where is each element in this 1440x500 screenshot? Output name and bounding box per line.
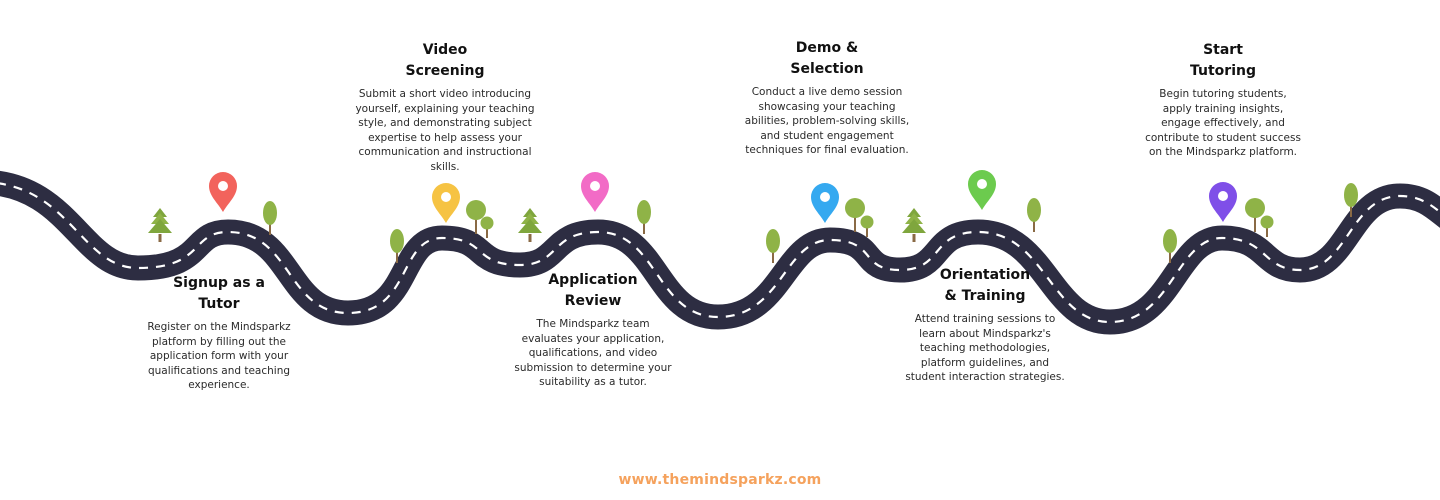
step-description-line: skills. — [430, 160, 460, 173]
tree-icon — [480, 216, 494, 238]
step-description-line: and student engagement — [760, 129, 894, 142]
step-description-line: communication and instructional — [358, 146, 532, 159]
step-title-line: Demo & — [795, 40, 859, 56]
step-demo-selection: Demo & Selection Conduct a live demo ses… — [727, 38, 927, 158]
step-description-line: submission to determine your — [514, 361, 672, 374]
tree-icon — [1027, 198, 1041, 232]
step-description-line: techniques for final evaluation. — [745, 144, 909, 157]
step-title-line: & Training — [944, 288, 1026, 304]
step-title-line: Screening — [405, 63, 485, 79]
step-description-line: evaluates your application, — [521, 332, 665, 345]
step-start-tutoring: Start Tutoring Begin tutoring students, … — [1130, 40, 1316, 160]
pine-tree-icon — [148, 208, 172, 242]
step-description-line: qualifications and teaching — [147, 364, 291, 377]
tree-icon — [1260, 215, 1274, 237]
step-description: The Mindsparkz team evaluates your appli… — [497, 317, 689, 390]
tree-icon — [263, 201, 277, 235]
step-description-line: apply training insights, — [1162, 102, 1284, 115]
step-description: Conduct a live demo session showcasing y… — [727, 85, 927, 158]
step-title: Orientation & Training — [885, 265, 1085, 307]
step-description-line: Register on the Mindsparkz — [147, 321, 291, 333]
step-description-line: showcasing your teaching — [758, 100, 896, 113]
step-title-line: Tutor — [198, 296, 240, 312]
map-pin-icon — [968, 170, 996, 210]
map-pin-icon — [209, 172, 237, 212]
step-description: Register on the Mindsparkz platform by f… — [129, 320, 309, 393]
step-title-line: Review — [564, 293, 622, 309]
website-url: www.themindsparkz.com — [618, 472, 822, 488]
step-title-line: Selection — [790, 61, 864, 77]
step-title-line: Application — [548, 272, 638, 288]
tree-icon — [466, 200, 486, 234]
tree-icon — [1245, 198, 1265, 232]
tree-icon — [1344, 183, 1358, 217]
step-description-line: yourself, explaining your teaching — [355, 102, 535, 115]
step-description-line: learn about Mindsparkz's — [919, 327, 1051, 340]
step-description-line: Submit a short video introducing — [358, 88, 532, 100]
step-title-line: Start — [1203, 42, 1243, 58]
step-orientation-training: Orientation & Training Attend training s… — [885, 265, 1085, 385]
step-title: Demo & Selection — [727, 38, 927, 80]
map-pin-icon — [581, 172, 609, 212]
step-title-line: Video — [422, 42, 468, 58]
step-description: Attend training sessions to learn about … — [885, 312, 1085, 385]
step-description-line: Begin tutoring students, — [1159, 88, 1287, 100]
step-description-line: engage effectively, and — [1161, 117, 1285, 130]
step-signup: Signup as a Tutor Register on the Mindsp… — [129, 273, 309, 393]
step-description-line: application form with your — [149, 350, 289, 363]
step-description-line: student interaction strategies. — [905, 371, 1065, 384]
step-title-line: Signup as a — [173, 275, 265, 291]
step-description-line: experience. — [188, 379, 250, 392]
tree-icon — [390, 229, 404, 263]
tree-icon — [860, 215, 874, 237]
map-pin-icon — [432, 183, 460, 223]
map-pin-icon — [1209, 182, 1237, 222]
winding-road — [0, 171, 1440, 335]
step-description-line: platform guidelines, and — [920, 356, 1050, 369]
pine-tree-icon — [902, 208, 926, 242]
step-description-line: Attend training sessions to — [914, 313, 1056, 325]
step-description-line: suitability as a tutor. — [539, 376, 647, 389]
tree-icon — [1163, 229, 1177, 263]
step-title: Video Screening — [339, 40, 551, 82]
step-title: Application Review — [497, 270, 689, 312]
step-description-line: on the Mindsparkz platform. — [1148, 146, 1298, 159]
tree-icon — [637, 200, 651, 234]
step-description-line: contribute to student success — [1145, 131, 1301, 144]
step-application-review: Application Review The Mindsparkz team e… — [497, 270, 689, 390]
pine-tree-icon — [518, 208, 542, 242]
road-center-dashes — [0, 182, 1440, 324]
step-description-line: expertise to help assess your — [368, 131, 522, 144]
step-video-screening: Video Screening Submit a short video int… — [339, 40, 551, 175]
step-description-line: teaching methodologies, — [919, 342, 1051, 355]
tree-icon — [766, 229, 780, 263]
step-description-line: The Mindsparkz team — [536, 318, 650, 330]
tree-icon — [845, 198, 865, 232]
step-description-line: style, and demonstrating subject — [358, 117, 532, 130]
step-description-line: Conduct a live demo session — [751, 86, 903, 98]
step-title: Start Tutoring — [1130, 40, 1316, 82]
step-title-line: Orientation — [939, 267, 1031, 283]
step-description-line: qualifications, and video — [528, 347, 658, 360]
step-title-line: Tutoring — [1190, 63, 1256, 79]
step-description-line: platform by filling out the — [152, 335, 286, 348]
map-pin-icon — [811, 183, 839, 223]
step-title: Signup as a Tutor — [129, 273, 309, 315]
step-description: Submit a short video introducing yoursel… — [339, 87, 551, 175]
step-description: Begin tutoring students, apply training … — [1130, 87, 1316, 160]
step-description-line: abilities, problem-solving skills, — [744, 115, 910, 128]
